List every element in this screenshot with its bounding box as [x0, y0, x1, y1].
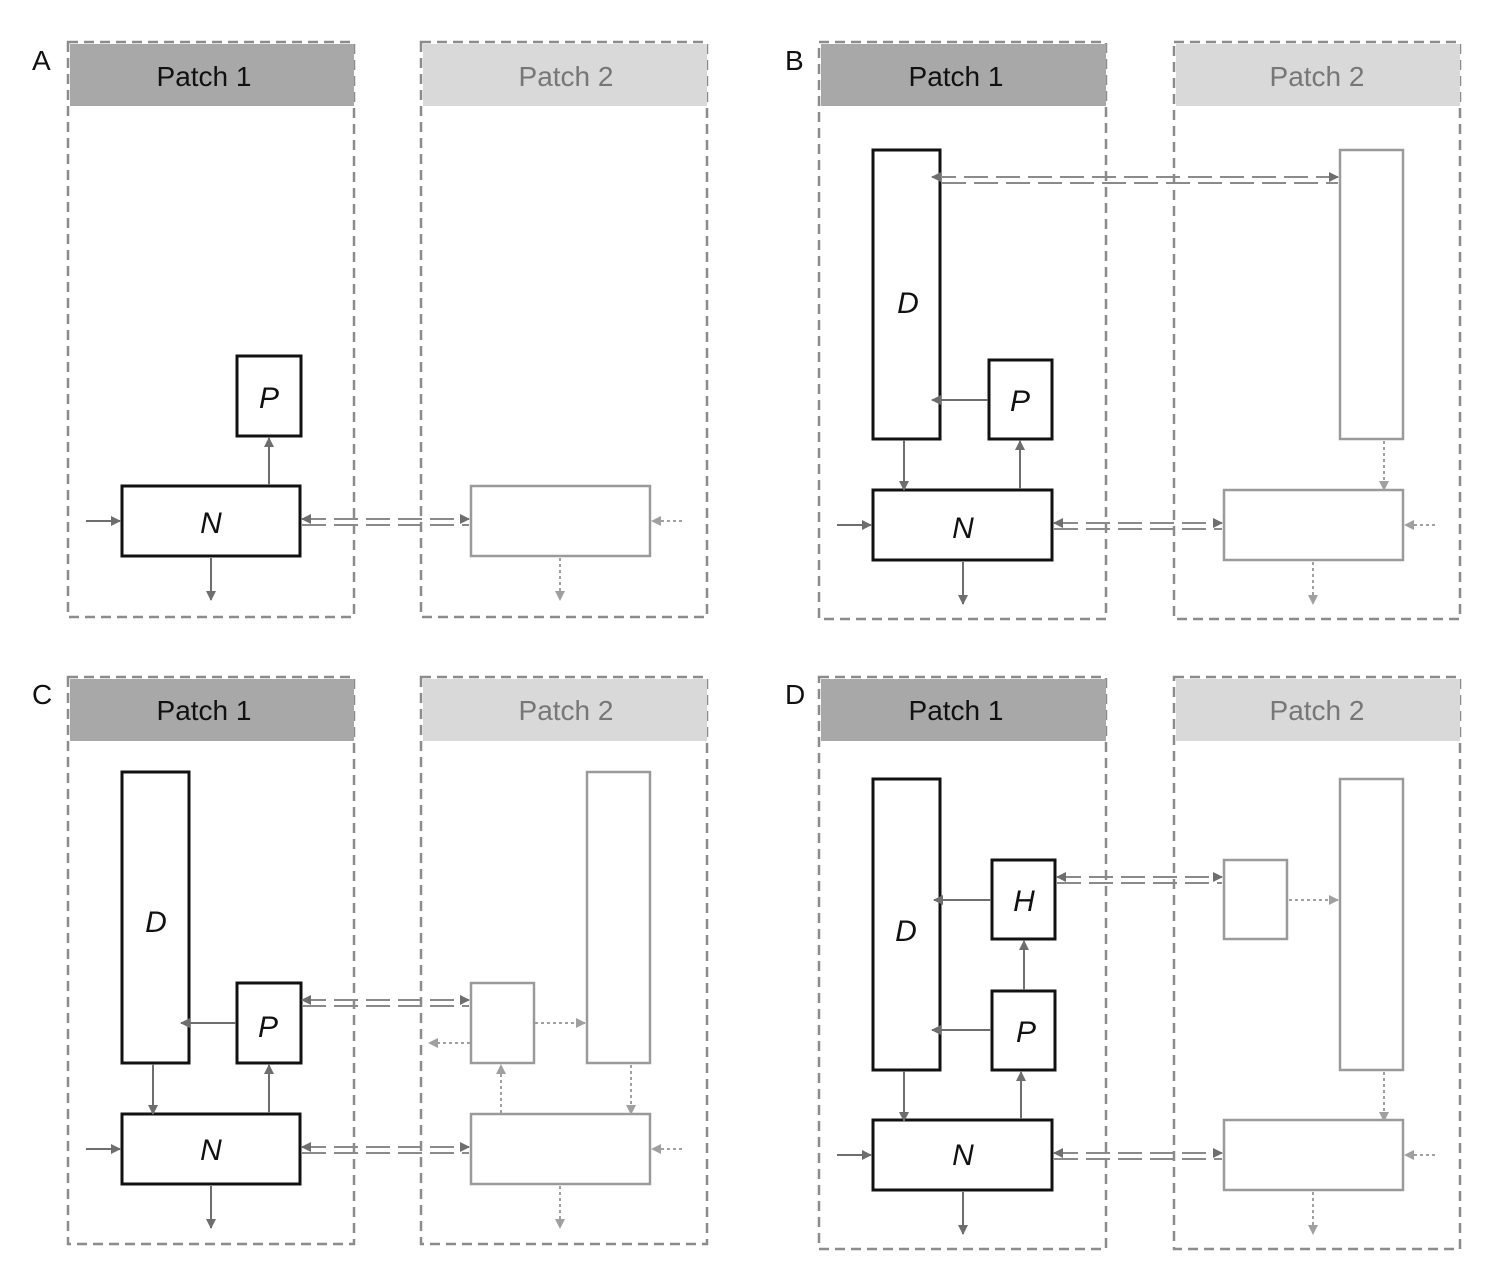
- patch-2-frame: [419, 675, 709, 1246]
- patch-1-container: Patch 1: [66, 675, 356, 1246]
- patch-2-title: Patch 2: [519, 61, 614, 92]
- patch-2-container: Patch 2: [419, 40, 709, 619]
- d-box: [120, 770, 191, 1065]
- d-box-patch2: [1338, 148, 1405, 441]
- patch-1-header: [821, 679, 1106, 741]
- patch-2-title: Patch 2: [1270, 695, 1365, 726]
- patch-2-header: [1176, 44, 1460, 106]
- d-label: D: [897, 287, 919, 320]
- patch-1-container: Patch 1: [817, 675, 1108, 1251]
- d-label: D: [145, 906, 167, 939]
- n-label: N: [200, 507, 222, 540]
- d-box-patch2: [585, 770, 652, 1065]
- p-label: P: [258, 1011, 278, 1044]
- patch-2-header: [423, 44, 707, 106]
- d-label: D: [895, 915, 917, 948]
- n-box-patch2: [1222, 1118, 1405, 1192]
- panel-letter: D: [785, 679, 805, 710]
- p-label: P: [1016, 1016, 1036, 1049]
- n-box: [871, 1118, 1054, 1192]
- d-box-patch2: [1338, 777, 1405, 1072]
- p-box: [235, 354, 303, 438]
- patch-2-header: [1176, 679, 1460, 741]
- panel-a: A Patch 1 Patch 2 P N: [32, 40, 709, 619]
- n-box-patch2: [1222, 488, 1405, 562]
- patch-2-title: Patch 2: [519, 695, 614, 726]
- n-label: N: [200, 1134, 222, 1167]
- p-label: P: [1010, 385, 1030, 418]
- patch-1-frame: [66, 675, 356, 1246]
- h-box-patch2: [1222, 858, 1289, 941]
- patch-1-title: Patch 1: [909, 695, 1004, 726]
- patch-1-container: Patch 1: [817, 40, 1108, 621]
- patch-1-header: [70, 44, 354, 106]
- panel-letter: C: [32, 679, 52, 710]
- n-box-patch2: [469, 484, 652, 558]
- patch-2-container: Patch 2: [1172, 40, 1462, 621]
- n-label: N: [952, 512, 974, 545]
- patch-2-container: Patch 2: [419, 675, 709, 1246]
- n-label: N: [952, 1139, 974, 1172]
- patch-1-frame: [817, 675, 1108, 1251]
- patch-1-title: Patch 1: [157, 61, 252, 92]
- n-box-patch2: [469, 1112, 652, 1186]
- p-box: [987, 358, 1054, 441]
- patch-2-header: [423, 679, 707, 741]
- panel-letter: A: [32, 45, 51, 76]
- patch-2-frame: [1172, 675, 1462, 1251]
- n-box: [120, 484, 302, 558]
- n-box: [871, 488, 1054, 562]
- p-box: [235, 981, 303, 1065]
- h-box: [990, 858, 1057, 941]
- patch-1-container: Patch 1: [66, 40, 356, 619]
- patch-2-title: Patch 2: [1270, 61, 1365, 92]
- patch-1-header: [821, 44, 1106, 106]
- d-box: [871, 148, 942, 441]
- patch-1-header: [70, 679, 354, 741]
- patch-1-title: Patch 1: [909, 61, 1004, 92]
- panel-d: D Patch 1 Patch 2 D H P N: [785, 675, 1462, 1251]
- patch-2-container: Patch 2: [1172, 675, 1462, 1251]
- panel-b: B Patch 1 Patch 2 D P N: [785, 40, 1462, 621]
- panel-c: C Patch 1 Patch 2 D P N: [32, 675, 709, 1246]
- patch-1-title: Patch 1: [157, 695, 252, 726]
- p-label: P: [259, 382, 279, 415]
- panel-letter: B: [785, 45, 804, 76]
- h-label: H: [1013, 885, 1035, 918]
- p-box-patch2: [469, 981, 536, 1065]
- d-box: [871, 777, 942, 1072]
- n-box: [120, 1112, 302, 1186]
- p-box: [990, 989, 1057, 1072]
